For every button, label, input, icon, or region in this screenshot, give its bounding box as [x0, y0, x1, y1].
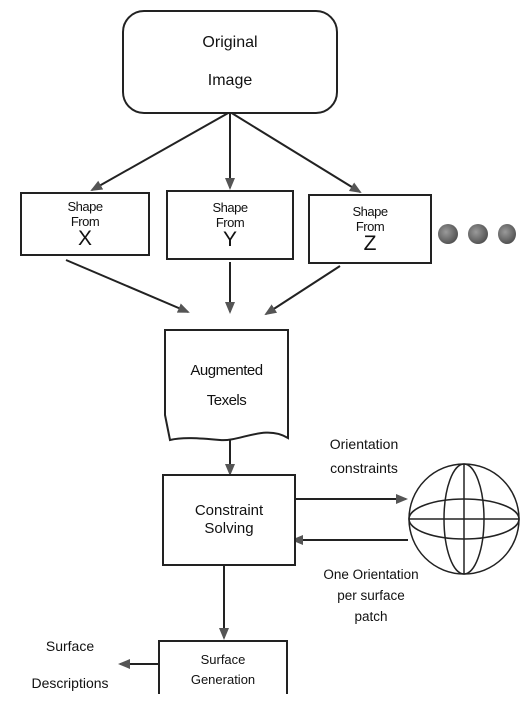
- shape-from-y-letter: Y: [222, 228, 237, 251]
- original-image-line1: Original: [202, 34, 258, 51]
- shape-from-z-letter: Z: [363, 232, 377, 255]
- shape-from-x-line1: Shape: [67, 199, 103, 214]
- one-orientation-line3: patch: [354, 609, 388, 624]
- shape-from-z-line1: Shape: [352, 204, 388, 219]
- arrow-original-to-z: [229, 111, 362, 194]
- one-orientation-line1: One Orientation: [323, 567, 419, 582]
- surface-descriptions-label: Surface Descriptions: [18, 628, 122, 702]
- surface-generation-node: Surface Generation: [158, 640, 288, 694]
- arrow-original-to-x: [90, 111, 231, 191]
- constraint-solving-node: Constraint Solving: [162, 474, 296, 566]
- arrow-z-to-texels: [264, 265, 341, 316]
- original-image-node: Original Image: [122, 10, 338, 114]
- shape-from-x-line2: From: [70, 214, 100, 229]
- ellipsis-dot-2-icon: [468, 224, 488, 244]
- constraint-solving-line2: Solving: [204, 520, 254, 537]
- surface-descriptions-line1: Surface: [45, 638, 95, 654]
- shape-from-y-line2: From: [215, 215, 245, 230]
- augmented-texels-line2: Texels: [206, 392, 247, 409]
- shape-from-y-line1: Shape: [212, 200, 248, 215]
- constraint-solving-line1: Constraint: [194, 502, 264, 519]
- shape-from-y-node: Shape From Y: [166, 190, 294, 260]
- ellipsis-dot-3-icon: [498, 224, 516, 244]
- augmented-texels-node: Augmented Texels: [165, 356, 288, 416]
- augmented-texels-line1: Augmented: [190, 362, 263, 379]
- original-image-line2: Image: [207, 72, 253, 89]
- surface-descriptions-line2: Descriptions: [31, 675, 109, 691]
- orientation-constraints-line2: constraints: [330, 460, 398, 476]
- surface-generation-line1: Surface: [200, 652, 246, 667]
- orientation-constraints-line1: Orientation: [329, 436, 399, 452]
- shape-from-z-node: Shape From Z: [308, 194, 432, 264]
- gaussian-sphere-icon: [408, 463, 520, 575]
- shape-from-x-letter: X: [77, 227, 92, 250]
- one-orientation-label: One Orientation per surface patch: [290, 564, 452, 627]
- augmented-texels-shape: [164, 329, 289, 442]
- shape-from-z-line2: From: [355, 219, 385, 234]
- one-orientation-line2: per surface: [337, 588, 405, 603]
- ellipsis-dot-1-icon: [438, 224, 458, 244]
- shape-from-x-node: Shape From X: [20, 192, 150, 256]
- orientation-constraints-label: Orientation constraints: [308, 432, 420, 480]
- arrow-x-to-texels: [65, 259, 190, 313]
- surface-generation-line2: Generation: [190, 672, 256, 687]
